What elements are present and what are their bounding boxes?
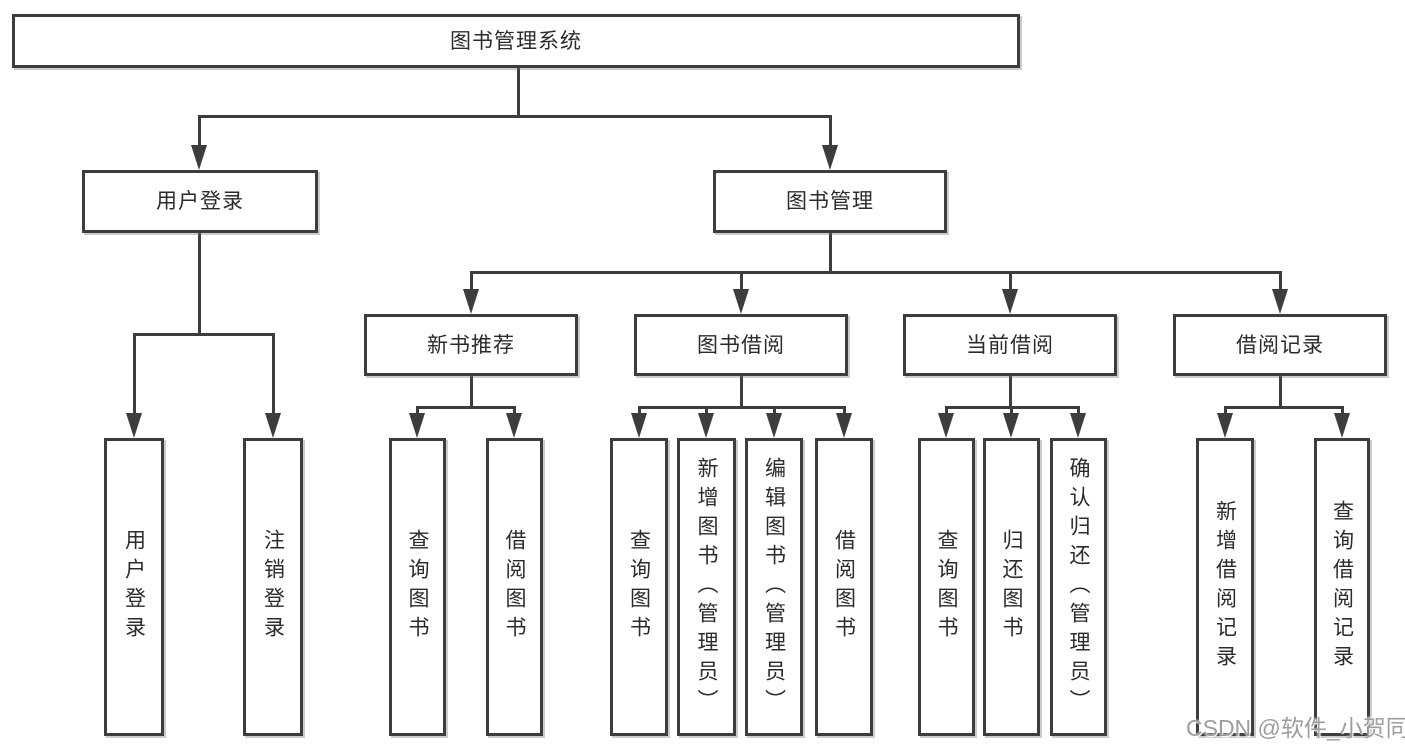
connector-hline [637, 405, 846, 409]
arrowhead-icon [1217, 413, 1233, 438]
arrowhead-icon [1070, 413, 1086, 438]
node-current-borrow: 当前借阅 [903, 314, 1117, 376]
arrow-stem [1008, 272, 1012, 295]
arrowhead-icon [733, 289, 749, 314]
node-label: 新增借阅记录 [1213, 500, 1237, 674]
connector-vline [1278, 376, 1282, 407]
arrowhead-icon [631, 413, 647, 438]
node-leaf-current-return-books: 归还图书 [983, 438, 1040, 736]
node-library-management-system: 图书管理系统 [12, 14, 1020, 68]
node-leaf-borrow-query-books: 查询图书 [610, 438, 668, 736]
arrowhead-icon [463, 289, 479, 314]
node-label: 当前借阅 [966, 333, 1054, 357]
connector-hline [197, 114, 832, 118]
connector-vline [469, 376, 473, 407]
arrow-stem [469, 272, 473, 295]
node-leaf-recommend-borrow-books: 借阅图书 [486, 438, 543, 736]
node-label: 图书管理 [786, 190, 874, 213]
node-label: 用户登录 [156, 190, 244, 213]
arrowhead-icon [1003, 413, 1019, 438]
connector-hline [132, 332, 275, 336]
node-label: 图书借阅 [697, 333, 785, 357]
arrowhead-icon [698, 413, 714, 438]
node-label: 查询图书 [627, 529, 651, 645]
arrow-stem [828, 116, 832, 151]
node-user-login: 用户登录 [82, 170, 318, 233]
arrowhead-icon [265, 413, 281, 438]
node-label: 查询图书 [935, 529, 958, 645]
node-label: 借阅图书 [832, 529, 856, 645]
node-leaf-borrow-borrow-books: 借阅图书 [815, 438, 873, 736]
node-leaf-recommend-query-books: 查询图书 [389, 438, 446, 736]
node-leaf-records-query-record: 查询借阅记录 [1314, 438, 1370, 736]
node-leaf-borrow-edit-books-admin: 编辑图书（管理员） [745, 438, 803, 736]
node-book-management: 图书管理 [713, 170, 947, 233]
arrow-stem [739, 272, 743, 295]
arrowhead-icon [191, 145, 207, 170]
arrowhead-icon [409, 413, 425, 438]
node-label: 用户登录 [122, 529, 146, 645]
node-label: 归还图书 [1000, 529, 1023, 645]
arrowhead-icon [506, 413, 522, 438]
arrowhead-icon [1002, 289, 1018, 314]
node-leaf-logout-login: 注销登录 [243, 438, 303, 736]
node-label: 借阅图书 [503, 529, 526, 645]
arrowhead-icon [822, 145, 838, 170]
connector-vline [1008, 376, 1012, 407]
connector-vline [739, 376, 743, 407]
connector-vline [516, 68, 520, 116]
node-label: 注销登录 [261, 529, 285, 645]
node-label: 查询借阅记录 [1330, 500, 1354, 674]
node-leaf-current-confirm-return-admin: 确认归还（管理员） [1050, 438, 1107, 736]
node-leaf-borrow-add-books-admin: 新增图书（管理员） [677, 438, 736, 736]
arrowhead-icon [126, 413, 142, 438]
arrowhead-icon [1272, 289, 1288, 314]
arrow-stem [132, 334, 136, 419]
node-leaf-records-add-record: 新增借阅记录 [1196, 438, 1254, 736]
node-label: 确认归还（管理员） [1067, 456, 1090, 718]
arrow-stem [271, 334, 275, 419]
connector-hline [415, 405, 516, 409]
node-book-borrow: 图书借阅 [634, 314, 848, 376]
connector-hline [1223, 405, 1344, 409]
node-label: 编辑图书（管理员） [762, 456, 786, 718]
connector-vline [197, 233, 201, 334]
node-borrow-records: 借阅记录 [1173, 314, 1387, 376]
node-leaf-current-query-books: 查询图书 [918, 438, 975, 736]
arrowhead-icon [1334, 413, 1350, 438]
node-label: 借阅记录 [1236, 333, 1324, 357]
node-label: 新书推荐 [427, 333, 515, 357]
connector-hline [469, 270, 1282, 274]
arrowhead-icon [836, 413, 852, 438]
node-label: 新增图书（管理员） [695, 456, 718, 718]
node-label: 查询图书 [406, 529, 429, 645]
arrow-stem [197, 116, 201, 151]
arrow-stem [1278, 272, 1282, 295]
connector-vline [828, 233, 832, 272]
arrowhead-icon [938, 413, 954, 438]
arrowhead-icon [766, 413, 782, 438]
node-label: 图书管理系统 [450, 29, 582, 53]
watermark-text: CSDN @软件_小贺同学 [1186, 715, 1405, 741]
node-new-book-recommend: 新书推荐 [364, 314, 578, 376]
node-leaf-user-login: 用户登录 [104, 438, 164, 736]
